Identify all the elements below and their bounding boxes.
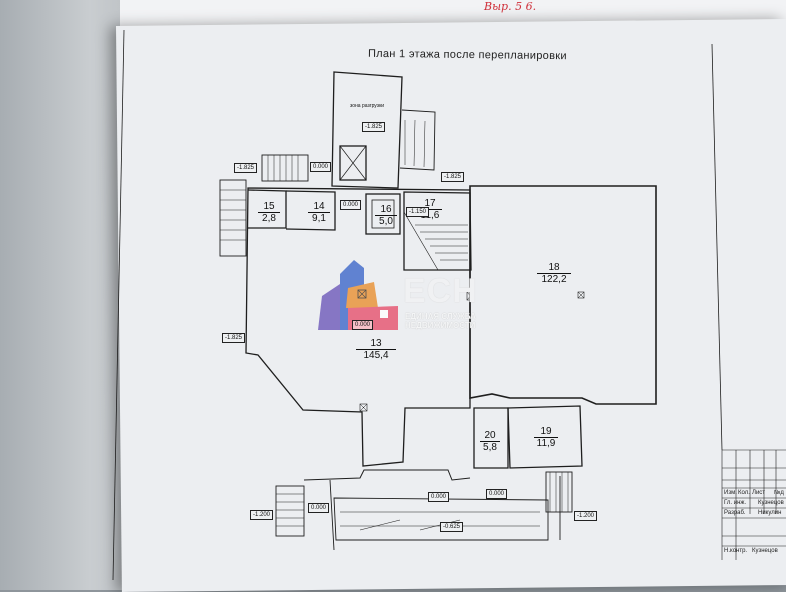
room-14-area: 9,1: [308, 212, 330, 224]
stairs-left: [219, 179, 247, 257]
room-16: 16 5,0: [375, 204, 397, 227]
elevator-shaft: [339, 145, 367, 181]
room-14-number: 14: [313, 201, 325, 212]
room-19-number: 19: [540, 426, 552, 437]
room-20-area: 5,8: [480, 441, 500, 453]
zone-label: зона разгрузки: [350, 103, 385, 109]
room-19-area: 11,9: [534, 437, 558, 449]
level-mark: -1.825: [362, 122, 386, 132]
page-title: План 1 этажа после перепланировки: [367, 47, 567, 63]
logo-caption: ЕДИНАЯ СЛУЖБА НЕДВИЖИМОСТИ: [405, 312, 476, 330]
room-15-number: 15: [263, 201, 275, 212]
handwritten-annotation: Выр. 5 6.: [484, 0, 537, 13]
level-mark: -1.825: [441, 172, 465, 182]
level-mark: 0.000: [428, 492, 450, 502]
stamp-cell: Н.контр.: [724, 548, 748, 554]
stamp-cell: Лист: [752, 490, 766, 496]
level-mark: -1.150: [406, 207, 430, 217]
stamp-cell: Гл. инж.: [724, 500, 747, 506]
level-mark: -0.625: [440, 522, 464, 532]
stamp-cell: Кол.: [738, 490, 750, 496]
stamp-cell: Изм.: [724, 490, 737, 496]
level-mark: 0.000: [310, 162, 332, 172]
stairs-top-left: [261, 154, 309, 182]
level-mark: -1.825: [234, 163, 258, 173]
level-mark: 0.000: [308, 503, 330, 513]
stamp-cell: Кузнецов: [752, 548, 778, 554]
room-14: 14 9,1: [308, 201, 330, 224]
room-16-number: 16: [380, 204, 392, 215]
logo-caption-line1: ЕДИНАЯ СЛУЖБА: [405, 312, 476, 321]
logo-caption-line2: НЕДВИЖИМОСТИ: [405, 321, 476, 330]
room-14-wall: [285, 190, 336, 231]
room-16-area: 5,0: [375, 215, 397, 227]
room-17-area: 11,6: [418, 209, 442, 221]
room-17-number: 17: [424, 198, 436, 209]
stairs-bottom-left: [275, 485, 305, 537]
room-17-wall: [403, 191, 472, 271]
logo-mark: ЕСН: [403, 272, 478, 310]
stamp-cell: Никулин: [758, 510, 782, 516]
room-15: 15 2,8: [258, 201, 280, 224]
room-18-number: 18: [548, 262, 560, 273]
stamp-cell: Кузнецов: [758, 500, 784, 506]
stairs-bottom-right: [545, 471, 573, 513]
level-mark: -1.200: [574, 511, 598, 521]
room-13-number: 13: [370, 338, 382, 349]
loading-zone-outline: [331, 71, 403, 189]
room-16-wall: [365, 193, 401, 235]
bottom-ramp: [333, 497, 549, 541]
room-18-area: 122,2: [537, 273, 571, 285]
ramp-loading: [399, 109, 436, 171]
level-mark: 0.000: [340, 200, 362, 210]
level-mark: 0.000: [486, 489, 508, 499]
room-15-wall: [247, 189, 287, 229]
room-15-area: 2,8: [258, 212, 280, 224]
title-block: [721, 449, 786, 560]
room-20-number: 20: [484, 430, 496, 441]
level-mark: -1.825: [222, 333, 246, 343]
frame-left: [112, 29, 125, 581]
stamp-cell: №д: [774, 490, 784, 496]
level-mark: -1.200: [250, 510, 274, 520]
room-13-area: 145,4: [356, 349, 396, 361]
room-19-wall: [507, 405, 583, 469]
room-19: 19 11,9: [534, 426, 558, 449]
stamp-cell: Разраб.: [724, 510, 746, 516]
frame-right: [711, 43, 723, 451]
room-18-wall: [469, 185, 657, 405]
level-mark: 0.000: [352, 320, 374, 330]
room-13: 13 145,4: [356, 338, 396, 361]
room-17: 17 11,6: [418, 198, 442, 221]
room-20: 20 5,8: [480, 430, 500, 453]
room-20-wall: [473, 407, 509, 469]
room-18: 18 122,2: [537, 262, 571, 285]
